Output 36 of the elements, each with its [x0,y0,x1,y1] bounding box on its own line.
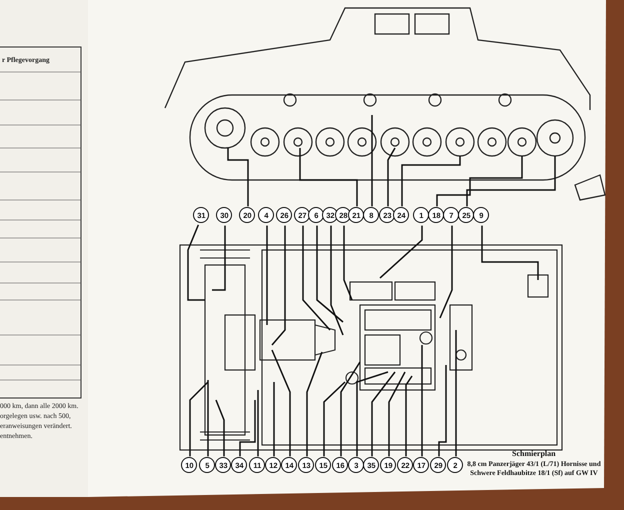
leader-line [380,226,423,279]
leader-line [189,381,209,456]
leader-line [227,148,249,206]
leader-line [343,226,353,300]
leader-line [187,224,205,301]
leader-line [371,372,396,456]
chart-title: Schmierplan [512,449,556,458]
leader-line [438,365,447,456]
leader-line [207,380,209,456]
leader-line [212,226,226,291]
leader-line [316,226,344,323]
leader-line [215,400,225,456]
leader-line [481,226,539,280]
leader-line [330,226,344,336]
leader-line [273,382,275,456]
leader-line [388,372,406,456]
leader-line [299,148,358,206]
leader-line [455,330,457,456]
leader-line [271,350,291,456]
leader-line [405,376,413,456]
leader-line [266,226,268,325]
leader-line [239,400,256,456]
leader-line [340,362,361,456]
leader-line [401,156,461,206]
leader-line [302,226,331,330]
leader-line [356,371,388,456]
leader-line [257,390,259,456]
leader-line [466,156,556,206]
leader-line [421,345,423,456]
leader-line [306,352,323,456]
leader-line [387,148,396,206]
leader-line [371,115,373,206]
leader-line [271,226,286,346]
leader-line [439,226,453,318]
leader-line [436,156,523,206]
leader-line [323,381,346,456]
